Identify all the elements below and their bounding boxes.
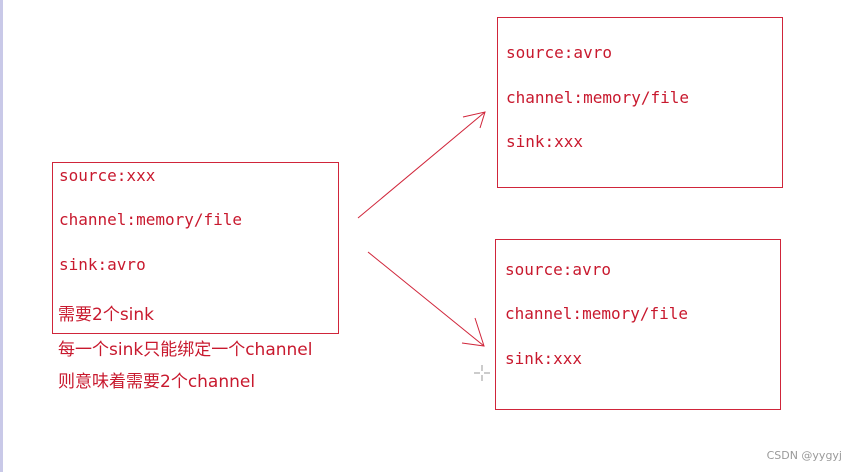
target-agent-box-top xyxy=(497,17,783,188)
left-source-text: source:xxx xyxy=(59,166,156,185)
bottom-source-text: source:avro xyxy=(505,260,611,279)
left-sink-count-note: 需要2个sink xyxy=(58,305,155,325)
left-sink-text: sink:avro xyxy=(59,255,146,274)
crosshair-cursor-icon xyxy=(474,365,490,381)
arrow-to-bottom-box xyxy=(367,251,485,347)
left-channel-text: channel:memory/file xyxy=(59,210,243,229)
top-source-text: source:avro xyxy=(506,43,612,62)
note-one-sink-one-channel: 每一个sink只能绑定一个channel xyxy=(58,340,313,360)
csdn-watermark: CSDN @yygyj xyxy=(766,449,842,462)
note-need-two-channels: 则意味着需要2个channel xyxy=(58,372,256,392)
arrow-to-bottom-box-head xyxy=(461,317,485,347)
left-edge-strip xyxy=(0,0,3,472)
target-agent-box-bottom xyxy=(495,239,781,410)
top-channel-text: channel:memory/file xyxy=(506,88,690,107)
arrow-to-top-box xyxy=(357,111,486,219)
bottom-sink-text: sink:xxx xyxy=(505,349,583,368)
source-agent-box xyxy=(52,162,339,334)
arrow-to-top-box-head xyxy=(462,111,486,129)
top-sink-text: sink:xxx xyxy=(506,132,584,151)
bottom-channel-text: channel:memory/file xyxy=(505,304,689,323)
